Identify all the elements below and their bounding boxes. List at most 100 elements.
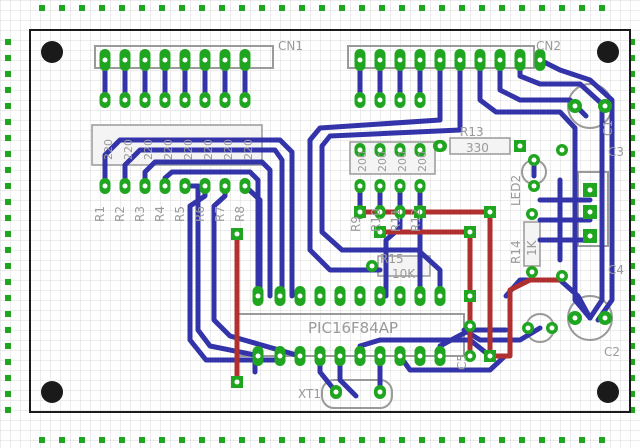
trace-bottom [187, 183, 283, 363]
r13-value: 330 [466, 141, 489, 155]
trace-bottom [319, 57, 463, 299]
edge-marker [629, 135, 635, 141]
edge-marker [219, 5, 225, 11]
edge-marker [5, 263, 11, 269]
edge-marker [629, 311, 635, 317]
resistor-name-label: R12 [409, 208, 423, 232]
pad [314, 286, 326, 306]
pad [464, 350, 476, 362]
trace-bottom [307, 57, 443, 273]
resistor-name-label: R11 [389, 208, 403, 232]
pad [583, 205, 597, 219]
edge-marker [339, 437, 345, 443]
edge-marker [419, 437, 425, 443]
edge-marker [539, 437, 545, 443]
pad [374, 49, 386, 71]
pad [464, 290, 476, 302]
edge-marker [179, 5, 185, 11]
resistor-value-label: 220 [182, 139, 195, 160]
edge-marker [239, 5, 245, 11]
edge-marker [5, 119, 11, 125]
edge-marker [79, 5, 85, 11]
pad [252, 346, 264, 366]
pad [394, 286, 406, 306]
c2-label: C2 [604, 345, 620, 359]
edge-marker [399, 5, 405, 11]
pad [199, 92, 211, 108]
pad [568, 99, 582, 113]
resistor-value-label: 200 [356, 151, 369, 172]
edge-marker [439, 5, 445, 11]
pad [494, 49, 506, 71]
edge-marker [629, 39, 635, 45]
pad [522, 322, 534, 334]
edge-marker [99, 5, 105, 11]
pad [374, 226, 386, 238]
pad [354, 143, 366, 157]
pad [556, 270, 568, 282]
edge-marker [599, 437, 605, 443]
edge-marker [499, 5, 505, 11]
edge-marker [629, 391, 635, 397]
pad [434, 346, 446, 366]
resistor-value-label: 220 [162, 139, 175, 160]
trace-bottom [142, 159, 273, 299]
pad [199, 49, 211, 71]
pad [239, 92, 251, 108]
pad [231, 228, 243, 240]
resistor-name-label: R5 [173, 206, 187, 222]
pad [414, 286, 426, 306]
edge-marker [239, 437, 245, 443]
edge-marker [5, 167, 11, 173]
edge-marker [499, 437, 505, 443]
edge-marker [629, 359, 635, 365]
edge-marker [559, 5, 565, 11]
r14-label: R14 [509, 240, 523, 264]
resistor-name-label: R8 [233, 206, 247, 222]
edge-marker [579, 437, 585, 443]
pad [294, 286, 306, 306]
pad [568, 311, 582, 325]
pad [159, 49, 171, 71]
trace-bottom [211, 183, 303, 359]
edge-marker [359, 5, 365, 11]
edge-marker [629, 407, 635, 413]
pad [199, 178, 211, 194]
resistor-value-label: 220 [222, 139, 235, 160]
edge-marker [59, 5, 65, 11]
pad [139, 92, 151, 108]
edge-marker [319, 437, 325, 443]
pad [354, 346, 366, 366]
edge-marker [539, 5, 545, 11]
pad [179, 49, 191, 71]
resistor-name-label: R10 [369, 208, 383, 232]
c4-label: C4 [608, 263, 624, 277]
edge-marker [319, 5, 325, 11]
pad [159, 92, 171, 108]
pad [330, 385, 342, 399]
edge-marker [5, 295, 11, 301]
edge-marker [629, 295, 635, 301]
resistor-name-label: R1 [93, 206, 107, 222]
edge-marker [5, 343, 11, 349]
resistor-name-label: R4 [153, 206, 167, 222]
edge-marker [5, 151, 11, 157]
c3-label: C3 [608, 145, 624, 159]
cn1-label: CN1 [278, 39, 303, 53]
edge-marker [299, 437, 305, 443]
edge-marker [629, 151, 635, 157]
edge-marker [5, 103, 11, 109]
pad [534, 49, 546, 71]
c5-label: C5 [455, 354, 469, 370]
edge-marker [479, 5, 485, 11]
edge-marker [5, 279, 11, 285]
edge-marker [5, 231, 11, 237]
edge-marker [279, 5, 285, 11]
edge-marker [199, 437, 205, 443]
pad [374, 179, 386, 193]
trace-bottom [537, 57, 615, 323]
led2-label: LED2 [509, 175, 523, 206]
pad [394, 49, 406, 71]
edge-marker [5, 375, 11, 381]
edge-marker [629, 279, 635, 285]
